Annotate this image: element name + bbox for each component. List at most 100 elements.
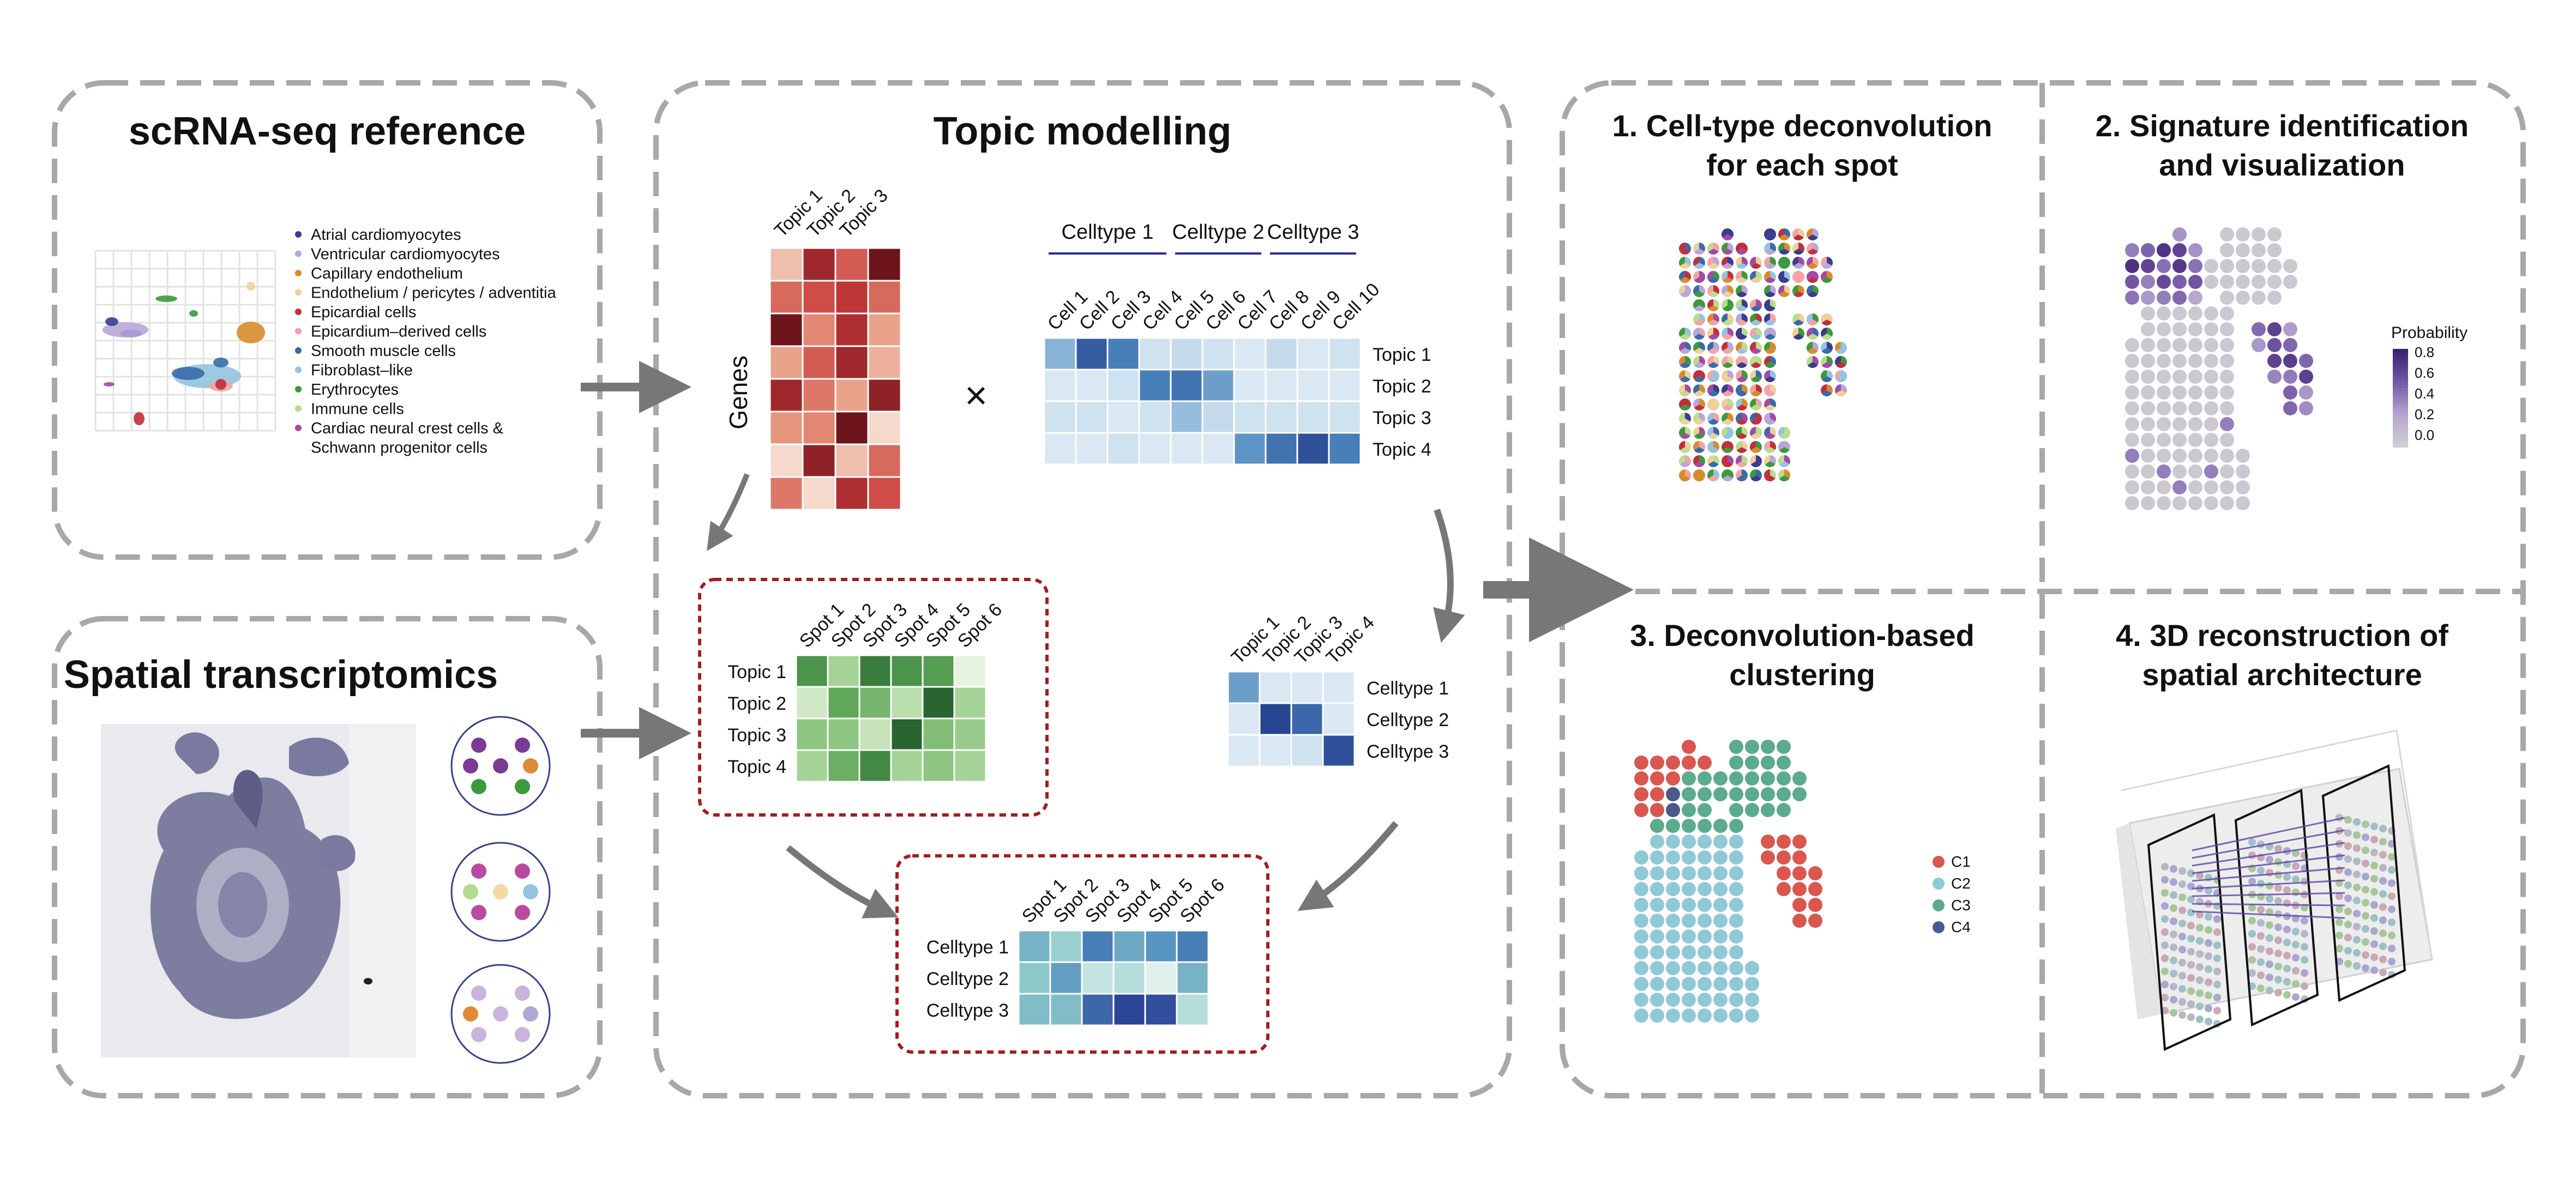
- probability-spot: [2172, 291, 2187, 305]
- legend-dot: [295, 386, 302, 392]
- pie-slice: [1713, 328, 1720, 337]
- pie-slice: [1770, 299, 1776, 309]
- cluster-spot: [1761, 756, 1775, 770]
- topic-spot-cell: [922, 749, 955, 783]
- pie-slice: [1779, 433, 1790, 439]
- pie-slice: [1728, 342, 1734, 351]
- celltype-spot-cell: [1081, 993, 1115, 1026]
- cell-dot: [523, 758, 538, 774]
- colorbar-step: [2393, 395, 2408, 398]
- cell-dot: [471, 1027, 486, 1042]
- pie-slice: [1764, 328, 1770, 337]
- pie-slice: [1679, 427, 1685, 436]
- celltype-topic-cell: [1227, 670, 1261, 704]
- pie-slice: [1778, 243, 1784, 252]
- probability-spot: [2188, 401, 2202, 415]
- topic-spot-cell: [795, 749, 829, 783]
- pie-slice: [1765, 390, 1775, 397]
- probability-spot: [2125, 433, 2139, 447]
- probability-spot: [2172, 480, 2187, 494]
- topic-cell-cell: [1106, 337, 1140, 371]
- recon-spot: [2274, 963, 2282, 970]
- recon-spot: [2196, 1002, 2204, 1010]
- pie-slice: [1713, 384, 1720, 394]
- topic-cell-cell: [1328, 368, 1362, 402]
- cluster-spot: [1729, 756, 1743, 770]
- recon-spot: [2205, 992, 2212, 999]
- pie-slice: [1821, 362, 1832, 368]
- pie-slice: [1722, 461, 1733, 468]
- cluster-spot: [1698, 929, 1712, 944]
- recon-spot: [2353, 818, 2361, 826]
- pie-slice: [1713, 413, 1719, 422]
- pie-slice: [1835, 342, 1841, 351]
- gene-topic-cell: [867, 280, 902, 315]
- pie-slice: [1679, 398, 1685, 408]
- colorbar-step: [2393, 401, 2408, 405]
- recon-spot: [2388, 919, 2396, 926]
- recon-spot: [2196, 872, 2204, 879]
- recon-spot: [2292, 941, 2300, 949]
- gene-topic-cell: [867, 345, 902, 380]
- recon-spot: [2344, 908, 2352, 915]
- pie-slice: [1680, 461, 1690, 468]
- recon-spot: [2170, 917, 2177, 925]
- probability-spot: [2188, 464, 2202, 479]
- pie-slice: [1742, 328, 1748, 337]
- pie-slice: [1713, 243, 1719, 252]
- pie-slice: [1827, 257, 1833, 266]
- probability-spot: [2172, 449, 2187, 463]
- cluster-spot: [1698, 756, 1712, 770]
- cluster-spot: [1634, 1008, 1648, 1023]
- cell-dot: [463, 884, 478, 899]
- pie-slice: [1728, 370, 1734, 379]
- recon-spot: [2178, 907, 2186, 914]
- pie-slice: [1750, 263, 1761, 269]
- pie-slice: [1713, 342, 1720, 351]
- pie-slice: [1750, 334, 1761, 340]
- recon-spot: [2283, 939, 2291, 946]
- pie-slice: [1721, 299, 1728, 309]
- recon-spot: [2205, 913, 2212, 921]
- probability-spot: [2141, 433, 2155, 447]
- probability-spot: [2220, 243, 2234, 257]
- cell-dot: [471, 779, 486, 794]
- probability-spot: [2220, 259, 2234, 273]
- celltype-spot-cell: [1144, 993, 1178, 1026]
- cluster-spot: [1729, 866, 1743, 880]
- pie-slice: [1778, 469, 1784, 479]
- pie-slice: [1693, 370, 1699, 379]
- recon-spot: [2379, 825, 2387, 832]
- topic-spot-cell: [922, 717, 955, 751]
- recon-spot: [2283, 978, 2291, 986]
- pie-slice: [1792, 285, 1798, 294]
- pie-slice: [1756, 441, 1762, 450]
- pie-slice: [1827, 313, 1833, 323]
- probability-spot: [2283, 354, 2297, 368]
- celltype-spot-cell: [1144, 929, 1178, 963]
- probability-spot: [2267, 291, 2282, 305]
- pie-slice: [1813, 356, 1819, 365]
- colorbar-tick: 0.2: [2415, 406, 2434, 422]
- probability-spot: [2236, 243, 2250, 257]
- recon-spot: [2292, 875, 2300, 883]
- pie-slice: [1680, 376, 1690, 383]
- pie-slice: [1685, 271, 1691, 280]
- pie-slice: [1798, 243, 1805, 252]
- recon-spot: [2161, 994, 2169, 1001]
- topic-spot-cell: [858, 654, 892, 688]
- gene-topic-cell: [802, 410, 836, 445]
- cell-dot: [515, 738, 530, 753]
- recon-spot: [2388, 853, 2396, 861]
- pie-slice: [1685, 441, 1691, 450]
- pie-slice: [1713, 441, 1720, 450]
- cluster-spot: [1650, 961, 1664, 975]
- probability-spot: [2125, 370, 2139, 384]
- topic-row-label: Topic 1: [1373, 345, 1431, 365]
- pie-slice: [1778, 257, 1784, 266]
- pie-slice: [1750, 447, 1761, 453]
- cell-dot: [515, 905, 530, 920]
- pie-slice: [1764, 342, 1770, 351]
- alignment-line: [2192, 910, 2345, 919]
